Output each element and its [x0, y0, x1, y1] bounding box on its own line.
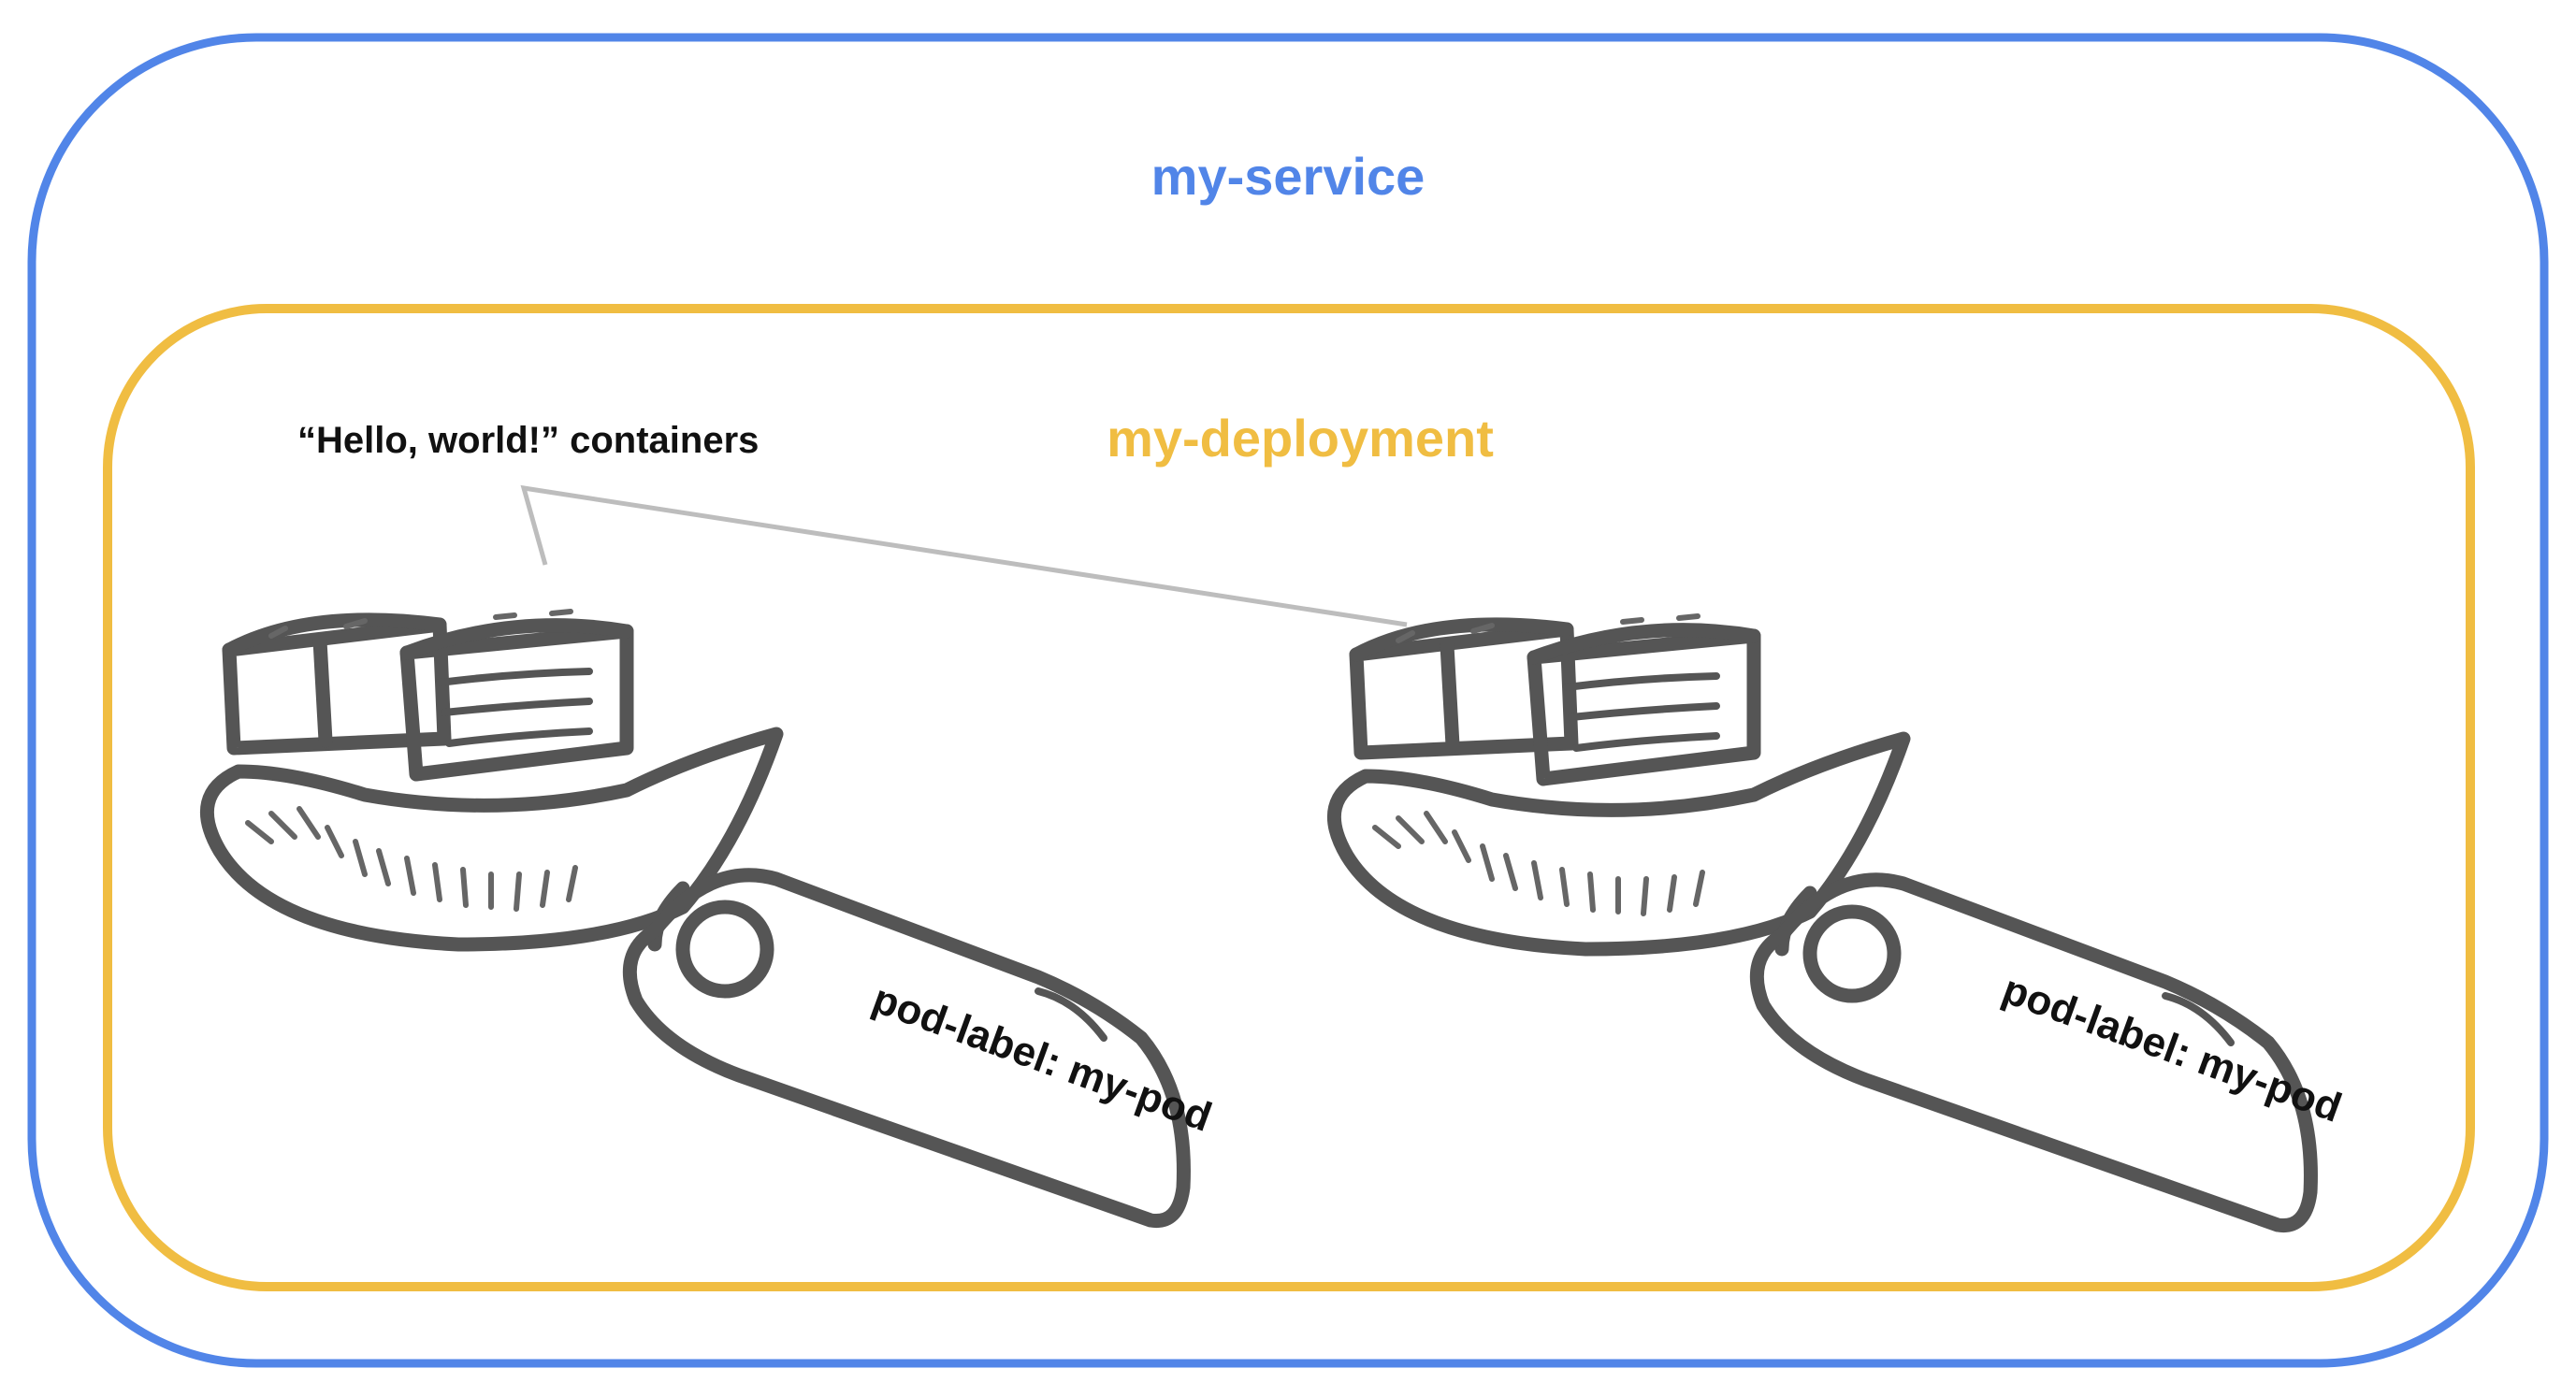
pod-1: pod-label: my-pod	[207, 612, 1218, 1221]
container-ship-icon	[1334, 616, 2310, 1226]
pod-2: pod-label: my-pod	[1334, 616, 2348, 1226]
deployment-title: my-deployment	[1107, 409, 1494, 468]
container-ship-icon	[207, 612, 1183, 1221]
deployment-boundary	[103, 304, 2475, 1291]
pod-label-1: pod-label: my-pod	[867, 975, 1218, 1140]
containers-label: “Hello, world!” containers	[297, 420, 759, 461]
service-title: my-service	[1151, 147, 1425, 206]
containers-pointer	[520, 484, 1408, 627]
service-boundary	[27, 33, 2549, 1368]
